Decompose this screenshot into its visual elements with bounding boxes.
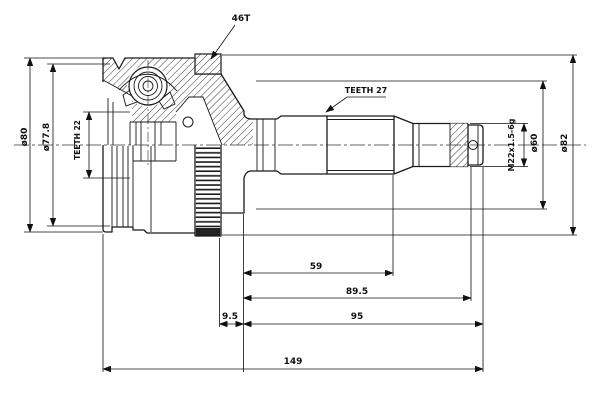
dim-length-149: 149 [102,357,484,373]
dim-length-9-5: 9.5 [218,312,245,328]
dim-label-dia80: ø80 [20,128,30,147]
dim-label-59: 59 [310,262,323,272]
dimensions: ø80 ø77.8 TEETH 22 46T TEETH 27 [20,14,577,373]
bell-housing-section [102,54,253,237]
dim-hub-teeth: TEETH 22 [73,111,130,179]
dim-label-dia82: ø82 [560,134,570,153]
abs-ring-teeth-band [195,147,221,228]
dim-diameter-77-8: ø77.8 [42,63,110,227]
dim-length-95: 95 [242,312,484,328]
dim-length-59: 59 [242,262,394,277]
abs-tone-ring [194,53,222,237]
thread-spec-label: M22x1.5-6g [507,118,516,171]
dim-length-89-5: 89.5 [242,287,472,302]
dim-diameter-80: ø80 [20,57,103,233]
callout-shaft-teeth: TEETH 27 [325,86,387,113]
abs-ring-teeth-label: 46T [232,14,252,24]
dim-label-95: 95 [351,312,364,322]
bell-outline-bottom [102,145,252,237]
detent-ball [182,116,194,128]
ball-bearing [118,60,178,168]
hub-teeth-label: TEETH 22 [73,120,82,160]
dim-diameter-60: ø60 [256,80,547,210]
cage-section-right [158,91,176,110]
dim-label-149: 149 [284,357,303,367]
dim-label-9-5: 9.5 [222,312,238,322]
dim-thread-spec: M22x1.5-6g [470,118,528,172]
dim-label-89-5: 89.5 [346,287,368,297]
callout-abs-ring-teeth: 46T [210,14,252,60]
inner-cavity-cone [175,96,223,146]
dim-label-dia77-8: ø77.8 [42,123,52,151]
dim-diameter-82: ø82 [222,54,577,236]
shaft-teeth-label: TEETH 27 [345,86,387,95]
dim-label-dia60: ø60 [530,134,540,153]
